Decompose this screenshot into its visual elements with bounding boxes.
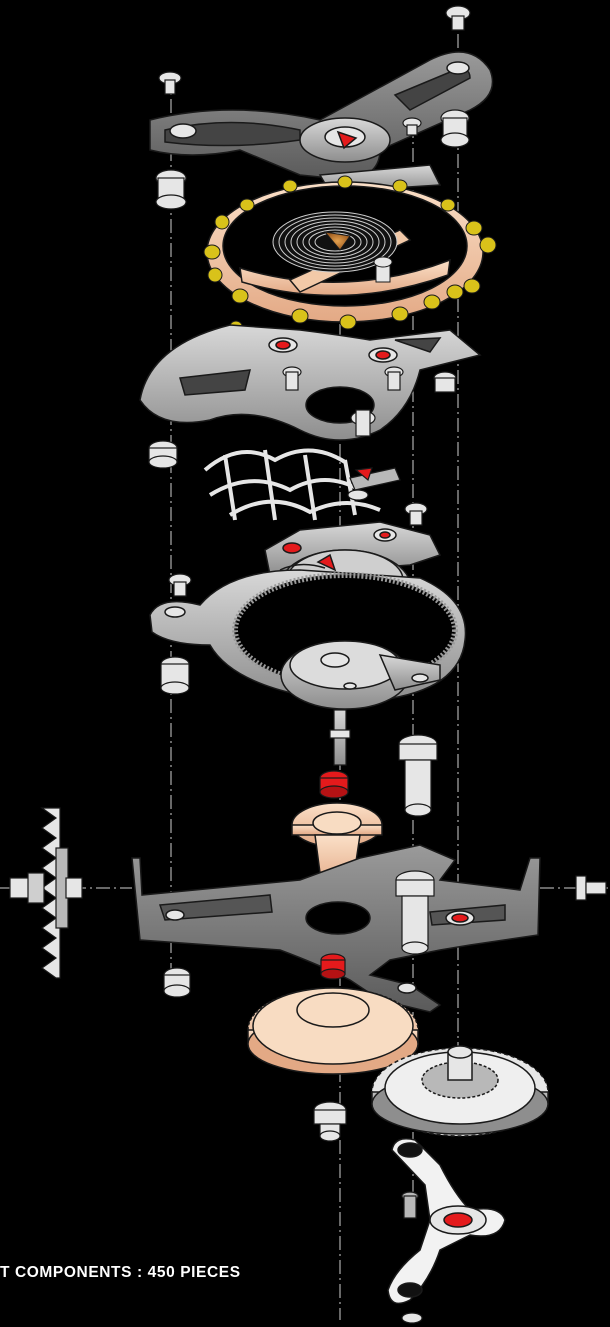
rose-gold-wheel	[247, 987, 419, 1075]
components-caption: T COMPONENTS : 450 PIECES	[0, 1264, 241, 1281]
main-bridge	[131, 844, 541, 1013]
pillar-icon	[160, 656, 190, 695]
pillar-icon	[163, 870, 435, 998]
side-screw-icon	[575, 875, 607, 901]
balance-collet	[323, 231, 393, 283]
center-arbor	[329, 709, 351, 766]
lower-carriage-plate	[280, 640, 441, 710]
pillar-icon	[398, 734, 438, 817]
escape-lever-cage	[203, 448, 381, 521]
pillar-icon	[313, 1101, 347, 1142]
screw-icon	[401, 1191, 423, 1324]
side-gear	[9, 807, 83, 979]
screw-icon	[155, 5, 471, 210]
balance-bridge	[149, 51, 494, 193]
escape-wheel	[371, 1045, 549, 1137]
upper-bridge-plate	[139, 324, 482, 441]
pillar-icon	[148, 366, 457, 469]
gold-screw-icon	[183, 175, 497, 354]
escape-lever	[347, 467, 401, 501]
jewel-icon	[320, 953, 346, 980]
lower-bridge	[387, 1138, 506, 1305]
jewel-icon	[319, 770, 349, 799]
